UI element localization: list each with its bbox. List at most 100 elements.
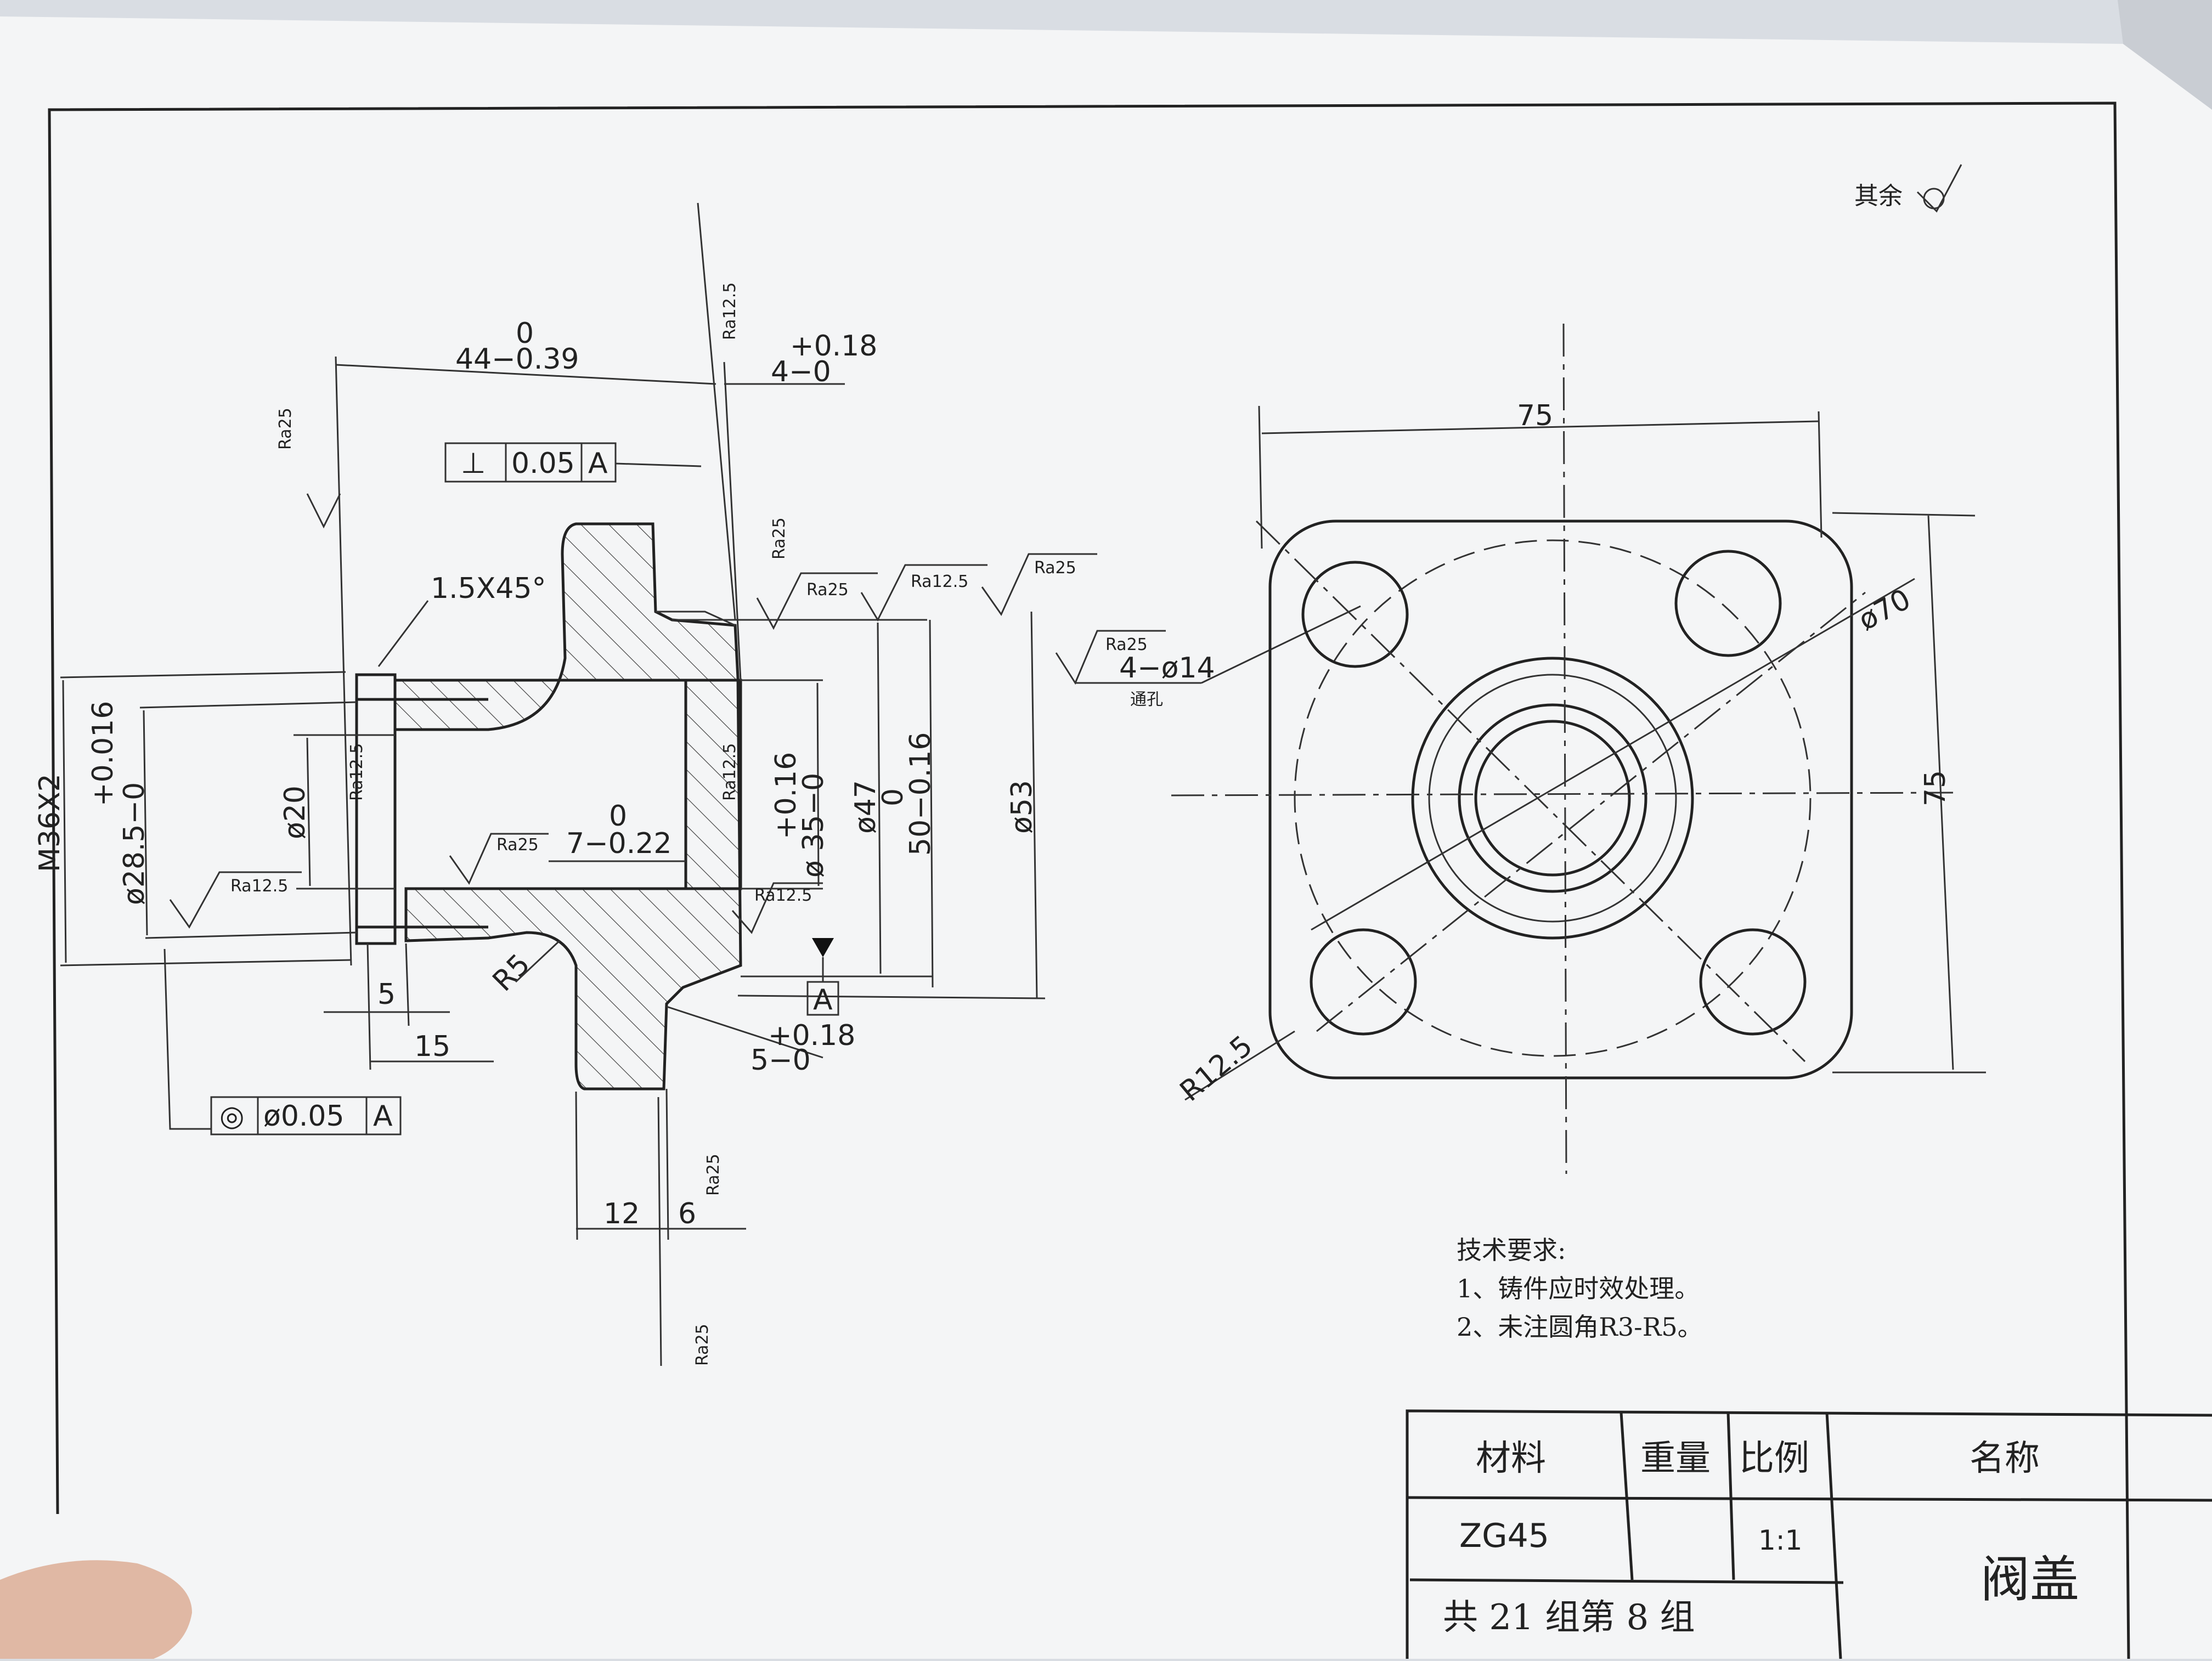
- dim-6-label: 6: [678, 1197, 696, 1230]
- inner-bore: [1474, 720, 1631, 877]
- hole-dia: ø20: [279, 786, 312, 839]
- dim-line-50: [929, 619, 934, 988]
- perpendicularity-box: [444, 442, 617, 483]
- remaining-finish-label: 其余: [1854, 182, 1903, 210]
- dia-47-label: ø47: [849, 780, 882, 834]
- roughness-ra25-a: Ra25: [276, 408, 295, 450]
- roughness-circle-icon: [1923, 188, 1945, 210]
- roughness-ra25-f: Ra25: [1034, 558, 1076, 578]
- roughness-ra25-l: Ra25: [704, 1154, 723, 1196]
- recess-upper: +0.16: [770, 752, 803, 839]
- dim-line-47: [877, 622, 882, 974]
- concentricity-tol: ø0.05: [263, 1100, 345, 1133]
- roughness-ra25-i: Ra25: [496, 835, 539, 855]
- drawing-border: [48, 101, 2130, 1659]
- dim-line-35: [816, 682, 820, 886]
- dim-44-main: 44−0.39: [455, 343, 579, 376]
- hole-roughness: Ra25: [1105, 635, 1148, 654]
- bolt-hole-br: [1699, 928, 1807, 1036]
- depth-main: 7−0.22: [566, 827, 672, 860]
- dim-5-label: 5: [377, 978, 396, 1011]
- perpendicularity-frame: ⊥ 0.05 A: [444, 442, 702, 483]
- thread-ext-bottom: [60, 959, 352, 967]
- dim-12-label: 12: [603, 1197, 640, 1230]
- recess-main: ø 35−0: [797, 773, 830, 878]
- group-info: 共 21 组第 8 组: [1443, 1597, 1695, 1638]
- flange-upper: +0.18: [768, 1019, 855, 1052]
- bolt-hole-tl: [1301, 561, 1409, 668]
- part-name: 阀盖: [1980, 1551, 2079, 1608]
- ext-line-left: [335, 356, 352, 966]
- roughness-symbols: Ra25 Ra12.5 Ra25 Ra25 Ra12.5 Ra25 Ra12.5…: [169, 283, 1097, 1366]
- concentricity-frame: ◎ ø0.05 A: [163, 948, 402, 1135]
- scale-label: 比例: [1739, 1438, 1809, 1479]
- thread-ext-top: [60, 671, 346, 679]
- recess-bore: [684, 679, 742, 890]
- datum-a-label: A: [813, 984, 833, 1016]
- remaining-finish: 其余: [1854, 164, 1962, 213]
- tech-item-2: 2、未注圆角R3-R5。: [1457, 1312, 1703, 1342]
- recess-circle: [1458, 703, 1647, 893]
- center-line-v: [1562, 323, 1567, 1174]
- roughness-ra25-m: Ra25: [693, 1324, 712, 1366]
- bolt-hole-bl: [1310, 928, 1417, 1036]
- plan-width-label: 75: [1517, 399, 1553, 432]
- title-block: 材料 重量 比例 名称 ZG45 1:1 阀盖 共 21 组第 8 组: [1406, 1409, 2212, 1659]
- roughness-ra25-c: Ra25: [770, 517, 789, 560]
- roughness-ra125-e: Ra12.5: [911, 572, 968, 591]
- dia-53-label: ø53: [1006, 780, 1039, 834]
- center-line-h: [1171, 792, 1954, 796]
- roughness-ra125-b: Ra12.5: [720, 283, 740, 340]
- outer-boss: [1411, 657, 1694, 940]
- finger: [0, 1560, 192, 1659]
- dim-line-m36: [62, 680, 67, 963]
- dim-line-bolt-circle: [1311, 578, 1915, 931]
- plan-outline: [1268, 519, 1853, 1080]
- material-label: 材料: [1476, 1438, 1546, 1479]
- roughness-ra125-g: Ra12.5: [347, 743, 366, 801]
- bore-dia-upper: +0.016: [87, 701, 120, 806]
- perpendicularity-icon: ⊥: [461, 447, 486, 480]
- center-line-diag-2: [1316, 591, 1866, 1032]
- thread-label: M36X2: [33, 773, 66, 872]
- dim-line-flange: [666, 1005, 823, 1059]
- tech-title: 技术要求:: [1457, 1235, 1566, 1265]
- bolt-hole-tr: [1674, 550, 1782, 657]
- dim-line-285: [143, 710, 148, 936]
- dim-15-label: 15: [414, 1030, 450, 1063]
- depth-upper: 0: [609, 800, 627, 833]
- concentricity-datum: A: [373, 1100, 393, 1133]
- bore-dia-main: ø28.5−0: [118, 782, 151, 905]
- roughness-ra25-d: Ra25: [806, 580, 849, 600]
- flange-main: 5−0: [751, 1044, 811, 1077]
- corner-radius-leader: [1184, 1030, 1295, 1101]
- bolt-circle: [1294, 539, 1812, 1057]
- plan-height-label: 75: [1919, 770, 1952, 806]
- roughness-ra125-h: Ra12.5: [720, 743, 740, 801]
- ext-line-right-b: [723, 361, 742, 681]
- hole-callout: Ra25 4−ø14 通孔: [1055, 605, 1361, 709]
- section-view: 0 44−0.39 +0.18 4−0 ⊥ 0.05 A 1.5X45° M36…: [33, 202, 1361, 1366]
- datum-a-marker: A: [806, 938, 839, 1016]
- scale-value: 1:1: [1758, 1524, 1802, 1556]
- dim-4-main: 4−0: [771, 355, 831, 388]
- section-body-hatched: [393, 522, 742, 1091]
- concentricity-box: [210, 1096, 402, 1135]
- weight-label: 重量: [1640, 1438, 1711, 1479]
- dim-4-upper: +0.18: [790, 330, 877, 363]
- dim-line-44: [335, 364, 716, 385]
- perpendicularity-tol: 0.05: [511, 447, 575, 480]
- ext-line-right-a: [697, 202, 736, 620]
- through-hole-label: 通孔: [1130, 690, 1163, 709]
- dim-line-height: [1927, 515, 1954, 1070]
- center-line-diag-1: [1255, 520, 1806, 1063]
- material-value: ZG45: [1459, 1517, 1549, 1555]
- roughness-ra125-j: Ra12.5: [230, 877, 288, 896]
- hole-callout-label: 4−ø14: [1119, 652, 1215, 685]
- name-label: 名称: [1970, 1438, 2040, 1479]
- background-corner: [2118, 0, 2212, 110]
- tech-item-1: 1、铸件应时效处理。: [1457, 1274, 1700, 1303]
- dia-50-upper: 0: [877, 788, 910, 806]
- dim-line-53: [1030, 611, 1038, 999]
